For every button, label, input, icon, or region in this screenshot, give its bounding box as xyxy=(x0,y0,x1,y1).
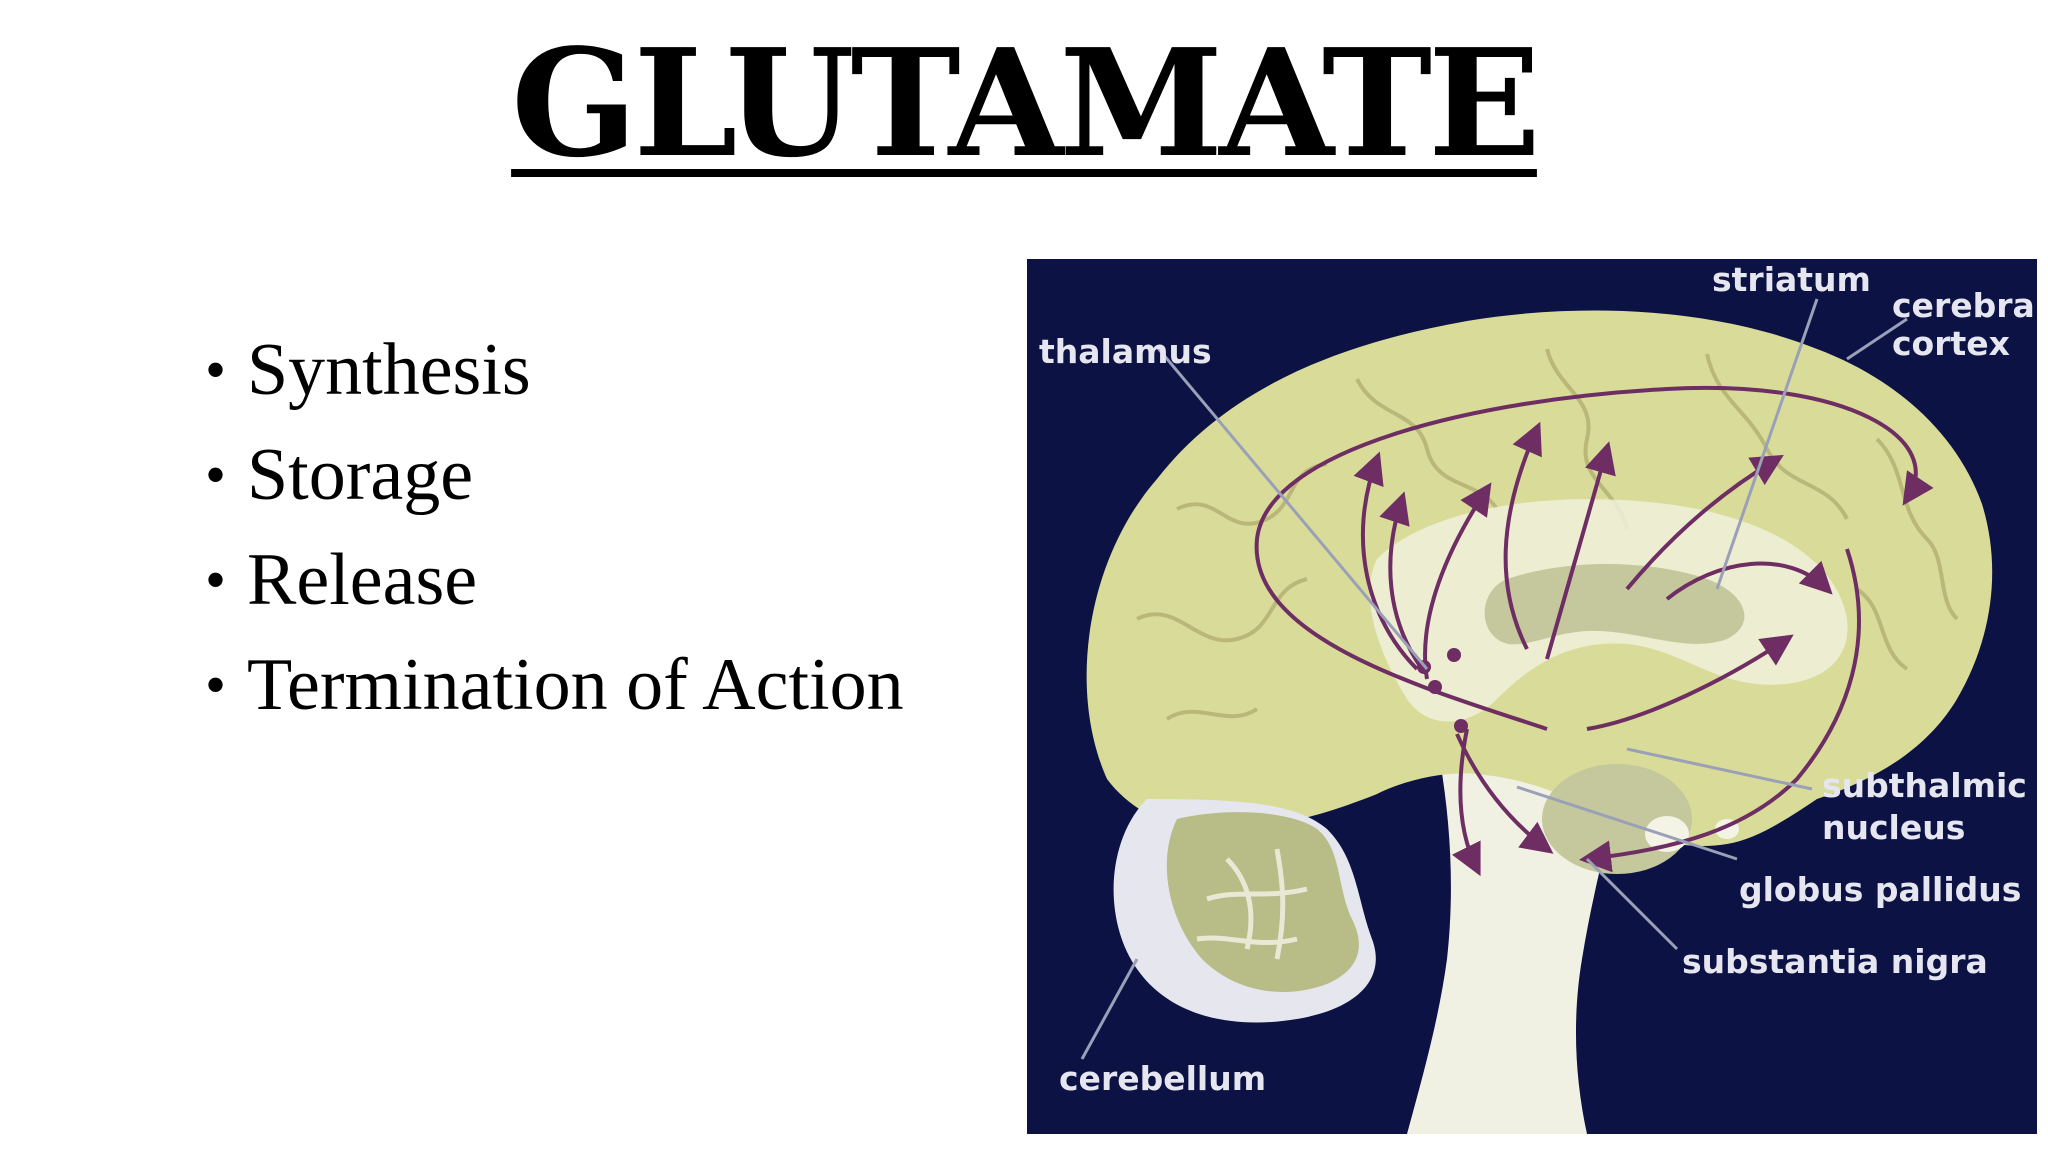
bullet-text: Synthesis xyxy=(247,329,531,411)
pallidal-arrow xyxy=(1579,548,1861,873)
subthalamic-leader xyxy=(1626,747,1813,791)
slide-title-text: GLUTAMATE xyxy=(511,16,1541,190)
slide-title: GLUTAMATE xyxy=(0,18,2048,188)
cortex-leader xyxy=(1846,317,1908,361)
thalamus-leader xyxy=(1155,346,1429,670)
bullet-dot-icon: • xyxy=(205,547,227,613)
thalamic-arrow-1 xyxy=(1353,451,1419,671)
label-subthalamic: subthalmic xyxy=(1822,766,2027,805)
bullet-text: Storage xyxy=(247,434,474,516)
label-cerebral: cerebral xyxy=(1892,286,2037,325)
brain-diagram-svg: striatum cerebral cortex thalamus subtha… xyxy=(1027,259,2037,1134)
bullet-item-release: • Release xyxy=(205,528,904,633)
label-thalamus: thalamus xyxy=(1039,332,1212,371)
bullet-dot-icon: • xyxy=(205,652,227,718)
bullet-dot-icon: • xyxy=(205,337,227,403)
subthalamic-arrow xyxy=(1586,634,1794,731)
cerebellum-folia xyxy=(1196,848,1308,960)
label-cerebellum: cerebellum xyxy=(1059,1059,1266,1098)
bullet-item-synthesis: • Synthesis xyxy=(205,318,904,423)
brain-diagram: striatum cerebral cortex thalamus subtha… xyxy=(1027,259,2037,1134)
cortical-loop-arrow xyxy=(1254,386,1934,731)
cerebellum-leader xyxy=(1080,958,1139,1060)
striatal-arrow-1 xyxy=(1503,421,1542,650)
nigral-arrow-2 xyxy=(1451,728,1481,877)
cortical-arrow-1 xyxy=(1423,482,1492,680)
leader-lines xyxy=(1080,298,1908,1060)
bullet-dot-icon: • xyxy=(205,442,227,508)
pathway-node xyxy=(1447,648,1461,662)
pathway-node xyxy=(1454,719,1468,733)
label-substantia-nigra: substantia nigra xyxy=(1682,942,1988,981)
bullet-text: Termination of Action xyxy=(247,644,904,726)
bullet-text: Release xyxy=(247,539,478,621)
cerebellum-inner xyxy=(1166,812,1359,992)
striatal-arrow-2 xyxy=(1545,441,1616,660)
pathway-node xyxy=(1428,680,1442,694)
cortical-arrow-3 xyxy=(1665,560,1833,601)
label-nucleus: nucleus xyxy=(1822,808,1965,847)
basal-ganglia-region xyxy=(1484,564,1745,645)
globus-pallidus-leader xyxy=(1516,785,1738,861)
label-cortex: cortex xyxy=(1892,324,2010,363)
bullet-item-termination: • Termination of Action xyxy=(205,633,904,738)
substantia-nigra-leader xyxy=(1585,857,1679,951)
bullet-item-storage: • Storage xyxy=(205,423,904,528)
striatum-leader xyxy=(1715,298,1819,590)
pathway-nodes xyxy=(1417,648,1468,733)
label-striatum: striatum xyxy=(1712,260,1871,299)
cortex-gyri xyxy=(1136,348,1959,721)
bullet-list: • Synthesis • Storage • Release • Terminatio… xyxy=(205,318,904,738)
label-globus-pallidus: globus pallidus xyxy=(1739,870,2021,909)
